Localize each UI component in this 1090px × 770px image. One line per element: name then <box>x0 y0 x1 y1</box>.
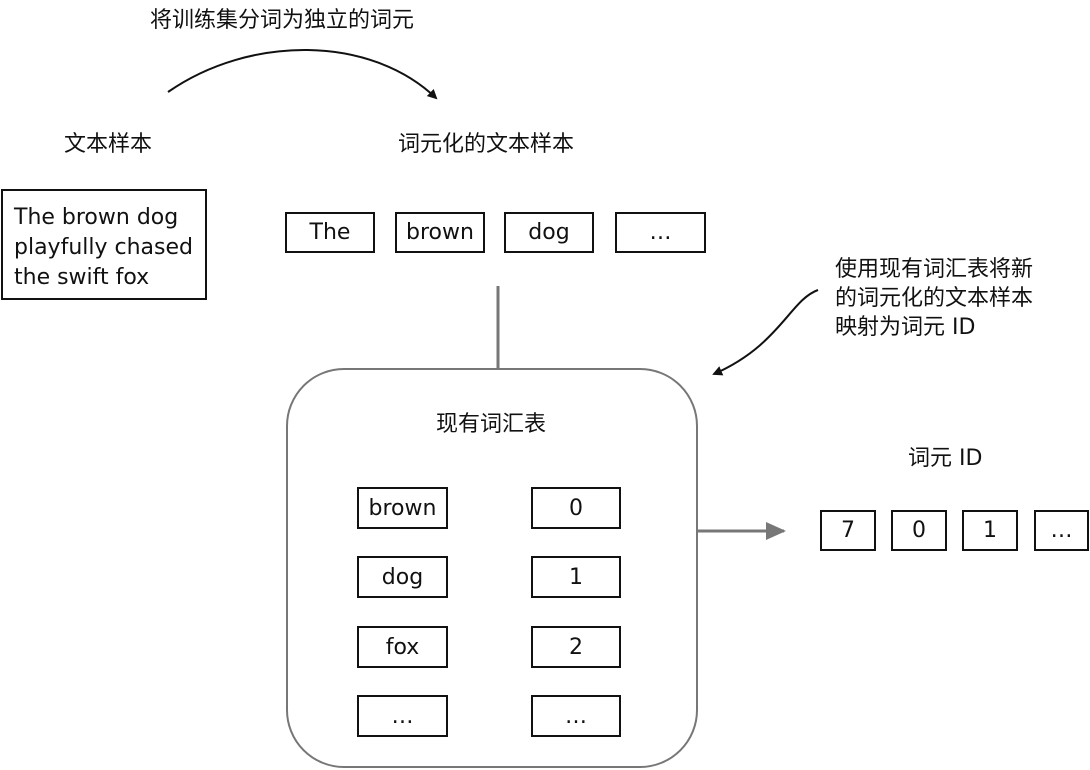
token-box: brown <box>395 212 485 253</box>
token-id-box: 7 <box>820 510 876 551</box>
token-box: … <box>615 212 706 253</box>
sample-heading: 文本样本 <box>64 132 153 157</box>
vocab-token-box: … <box>357 695 448 737</box>
vocab-id-box: 2 <box>531 626 621 668</box>
tokenized-heading: 词元化的文本样本 <box>398 132 575 157</box>
sample-text-line: playfully chased <box>14 235 193 260</box>
sample-text-line: The brown dog <box>14 205 179 230</box>
vocab-id-box: … <box>531 695 621 737</box>
token-id-box: 0 <box>891 510 947 551</box>
tokenize-caption: 将训练集分词为独立的词元 <box>150 8 415 33</box>
token-box: dog <box>504 212 594 253</box>
vocabulary-heading: 现有词汇表 <box>436 412 547 437</box>
token-ids-heading: 词元 ID <box>908 446 983 471</box>
annotation-curved-arrow <box>712 289 819 376</box>
vocab-token-box: brown <box>357 487 448 529</box>
token-id-box: … <box>1034 510 1089 551</box>
vocab-token-box: dog <box>357 556 448 598</box>
token-box: The <box>285 212 375 253</box>
annotation-line: 的词元化的文本样本 <box>835 286 1034 311</box>
tokenize-curved-arrow <box>167 49 438 100</box>
annotation-line: 映射为词元 ID <box>835 315 976 340</box>
sample-text-box: The brown dog playfully chased the swift… <box>1 189 207 300</box>
mapping-annotation: 使用现有词汇表将新 的词元化的文本样本 映射为词元 ID <box>835 255 1033 342</box>
token-id-box: 1 <box>962 510 1018 551</box>
annotation-line: 使用现有词汇表将新 <box>835 257 1034 282</box>
vocabulary-container <box>286 368 698 768</box>
vocab-token-box: fox <box>357 626 448 668</box>
vocab-id-box: 1 <box>531 556 621 598</box>
sample-text-line: the swift fox <box>14 265 150 290</box>
vocab-id-box: 0 <box>531 487 621 529</box>
